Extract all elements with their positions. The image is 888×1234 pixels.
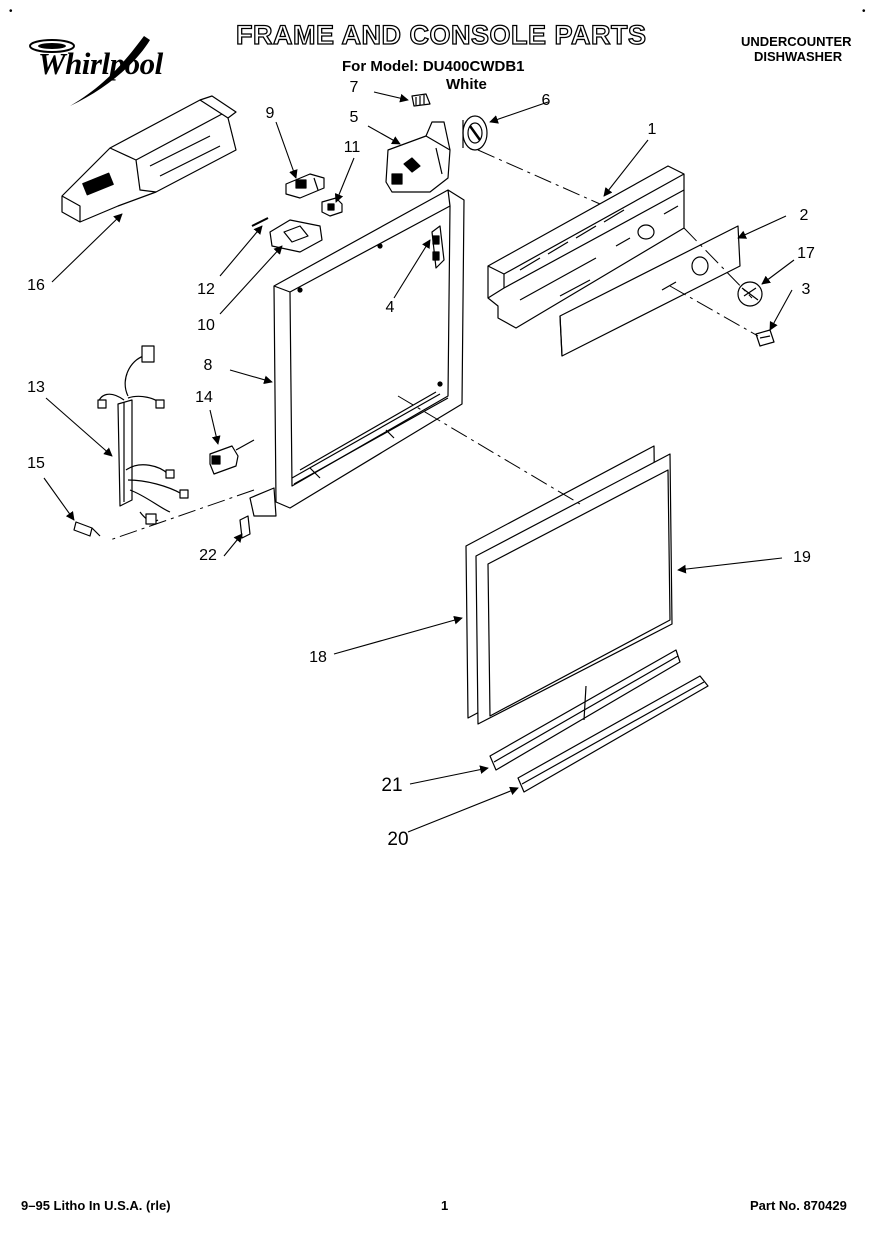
- part-6-dial: [462, 115, 488, 151]
- print-info: 9–95 Litho In U.S.A. (rle): [21, 1198, 171, 1213]
- callout-15: 15: [27, 455, 45, 472]
- part-number: Part No. 870429: [750, 1198, 847, 1213]
- category-line-1: UNDERCOUNTER: [741, 34, 852, 49]
- callout-18: 18: [309, 649, 327, 666]
- callout-17: 17: [797, 245, 815, 262]
- part-10-holder: [269, 219, 323, 253]
- part-7-screw: [411, 93, 431, 107]
- part-8-door-frame: [249, 189, 465, 517]
- page-title: FRAME AND CONSOLE PARTS: [235, 19, 647, 50]
- part-22-clip: [239, 515, 251, 539]
- callout-14: 14: [195, 389, 213, 406]
- whirlpool-logo: [29, 36, 150, 106]
- callout-11: 11: [343, 139, 361, 156]
- part-12-pin: [251, 217, 269, 227]
- model-color: White: [446, 76, 487, 93]
- page-number: 1: [441, 1198, 449, 1213]
- callout-9: 9: [265, 105, 275, 122]
- part-2-panel-overlay: [559, 225, 741, 357]
- part-15-screw: [73, 521, 101, 537]
- part-9-clip: [285, 173, 325, 199]
- callout-20: 20: [387, 829, 409, 850]
- callout-2: 2: [799, 207, 809, 224]
- callout-1: 1: [647, 121, 657, 138]
- callout-4: 4: [385, 299, 395, 316]
- part-1-console: [487, 165, 685, 329]
- brand-wordmark: Whirlpool: [38, 46, 163, 81]
- corner-mark-right: •: [862, 6, 866, 17]
- part-13-wire-harness: [97, 345, 189, 525]
- callout-10: 10: [197, 317, 215, 334]
- part-14-sensor: [209, 439, 255, 475]
- part-19-inner-panel: [475, 453, 673, 725]
- callout-7: 7: [349, 79, 359, 96]
- part-20-trim: [517, 675, 709, 793]
- callout-21: 21: [381, 775, 403, 796]
- part-11-clip: [321, 197, 343, 217]
- callout-5: 5: [349, 109, 359, 126]
- part-5-timer-switch: [385, 121, 451, 193]
- callout-6: 6: [541, 92, 551, 109]
- part-16-bracket: [61, 95, 237, 223]
- part-21-trim: [489, 649, 681, 771]
- callout-22: 22: [199, 547, 217, 564]
- callout-12: 12: [197, 281, 215, 298]
- category-line-2: DISHWASHER: [754, 49, 843, 64]
- callout-13: 13: [27, 379, 45, 396]
- callout-16: 16: [27, 277, 45, 294]
- part-3-clip: [755, 329, 775, 347]
- callout-3: 3: [801, 281, 811, 298]
- callout-8: 8: [203, 357, 213, 374]
- corner-mark-left: •: [9, 6, 13, 17]
- part-17-knob: [737, 281, 763, 307]
- callout-19: 19: [793, 549, 811, 566]
- model-number: For Model: DU400CWDB1: [342, 58, 525, 75]
